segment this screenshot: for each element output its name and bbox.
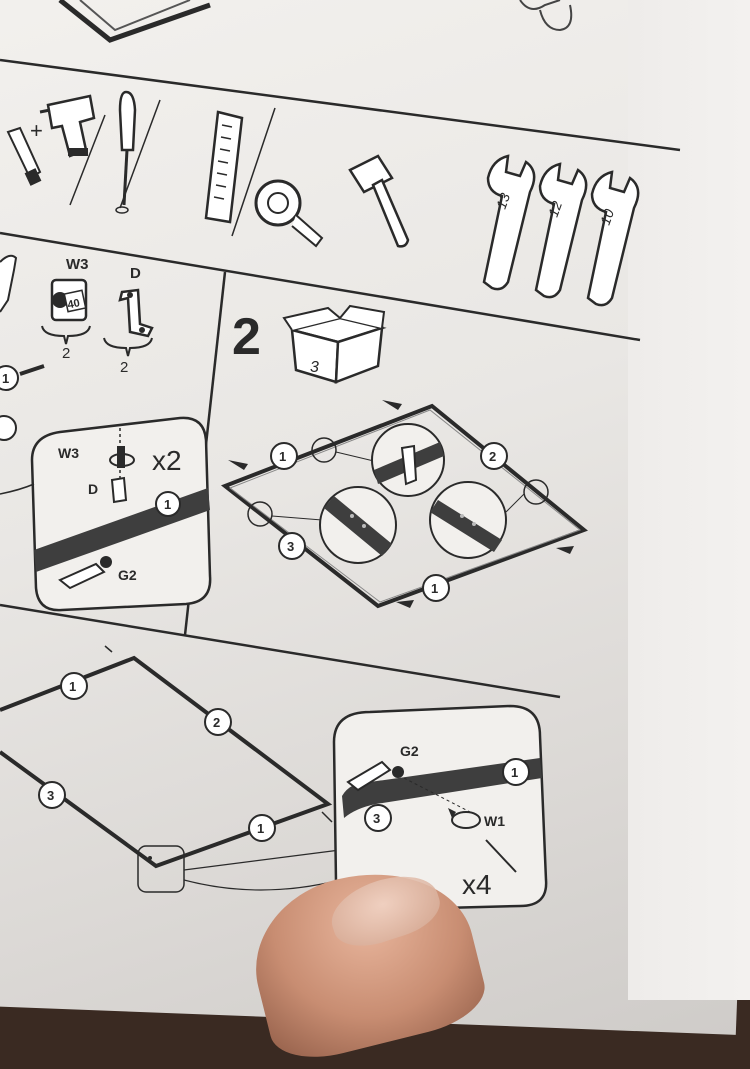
detail-right-g2-label: G2 <box>400 743 419 759</box>
frame3-callout-2: 2 <box>205 709 231 735</box>
screw-pack-count: 40 <box>67 297 81 311</box>
frame-step2: 1 2 3 1 <box>225 400 584 608</box>
box-number: 3 <box>310 359 319 376</box>
svg-text:1: 1 <box>431 581 438 596</box>
part-w3-brace <box>42 326 90 344</box>
arrow-icon <box>396 600 414 608</box>
step-number: 2 <box>232 308 261 366</box>
left-callout-rail <box>0 416 16 440</box>
ruler-icon <box>206 112 242 222</box>
svg-text:1: 1 <box>257 821 264 836</box>
part-d-label: D <box>130 265 141 282</box>
detail-left-multiplier: x2 <box>152 445 182 476</box>
wrench-icon-12: 12 <box>536 164 586 297</box>
svg-text:3: 3 <box>47 788 54 803</box>
wrench-icon-10: 10 <box>588 172 638 305</box>
detail-right-multiplier: x4 <box>462 869 492 900</box>
zoom-detail-left <box>320 487 396 563</box>
detail-box-left: W3 D x2 1 G2 <box>32 418 210 610</box>
screw-pack-icon: 40 <box>52 280 86 320</box>
drill-icon <box>40 96 94 156</box>
partial-wrench-icon <box>0 256 16 312</box>
box-icon: 3 <box>284 306 384 382</box>
part-w3-qty: 2 <box>62 345 70 362</box>
frame2-callout-1-top: 1 <box>271 443 297 469</box>
tape-measure-icon <box>256 181 322 246</box>
top-partial-panel <box>60 0 571 40</box>
svg-text:1: 1 <box>2 371 9 386</box>
frame3-callout-1-top: 1 <box>61 673 87 699</box>
divider-tools-top <box>0 60 680 150</box>
frame-step3: 1 2 3 1 <box>0 646 340 892</box>
bracket-icon <box>112 478 126 502</box>
zoom-detail-top <box>372 424 444 496</box>
frame2-callout-1-bottom: 1 <box>423 575 449 601</box>
frame3-callout-1-bottom: 1 <box>249 815 275 841</box>
corner-zoom-box <box>138 846 184 892</box>
nut-icon <box>100 556 112 568</box>
frame2-callout-3: 3 <box>279 533 305 559</box>
svg-text:3: 3 <box>287 539 294 554</box>
svg-text:2: 2 <box>489 449 496 464</box>
left-callout-1a: 1 <box>0 366 44 390</box>
arrow-icon <box>556 546 574 554</box>
frame2-callout-2: 2 <box>481 443 507 469</box>
detail-left-circle-1: 1 <box>164 497 171 512</box>
arrow-icon <box>228 460 248 470</box>
part-d-qty: 2 <box>120 359 128 376</box>
detail-left-d-label: D <box>88 481 98 497</box>
wrench-icon-13: 13 <box>484 156 534 289</box>
detail-right-circle-1: 1 <box>511 765 518 780</box>
part-w3-label: W3 <box>66 256 89 273</box>
frame3-callout-3: 3 <box>39 782 65 808</box>
svg-text:1: 1 <box>279 449 286 464</box>
svg-text:1: 1 <box>69 679 76 694</box>
detail-right-w1-label: W1 <box>484 813 505 829</box>
plus-sign: + <box>30 118 43 143</box>
instruction-drawing: + 13 12 10 <box>0 0 750 1000</box>
detail-pointer <box>0 484 34 494</box>
detail-right-circle-3: 3 <box>373 811 380 826</box>
zoom-detail-right <box>430 482 506 558</box>
detail-left-w3-label: W3 <box>58 445 79 461</box>
hammer-icon <box>350 156 408 246</box>
part-d-brace <box>104 338 152 356</box>
arrow-icon <box>382 400 402 410</box>
wrench-icons: 13 12 10 <box>484 156 638 305</box>
detail-left-g2-label: G2 <box>118 567 137 583</box>
nut-icon <box>392 766 404 778</box>
svg-text:2: 2 <box>213 715 220 730</box>
bracket-d-icon <box>120 290 152 336</box>
